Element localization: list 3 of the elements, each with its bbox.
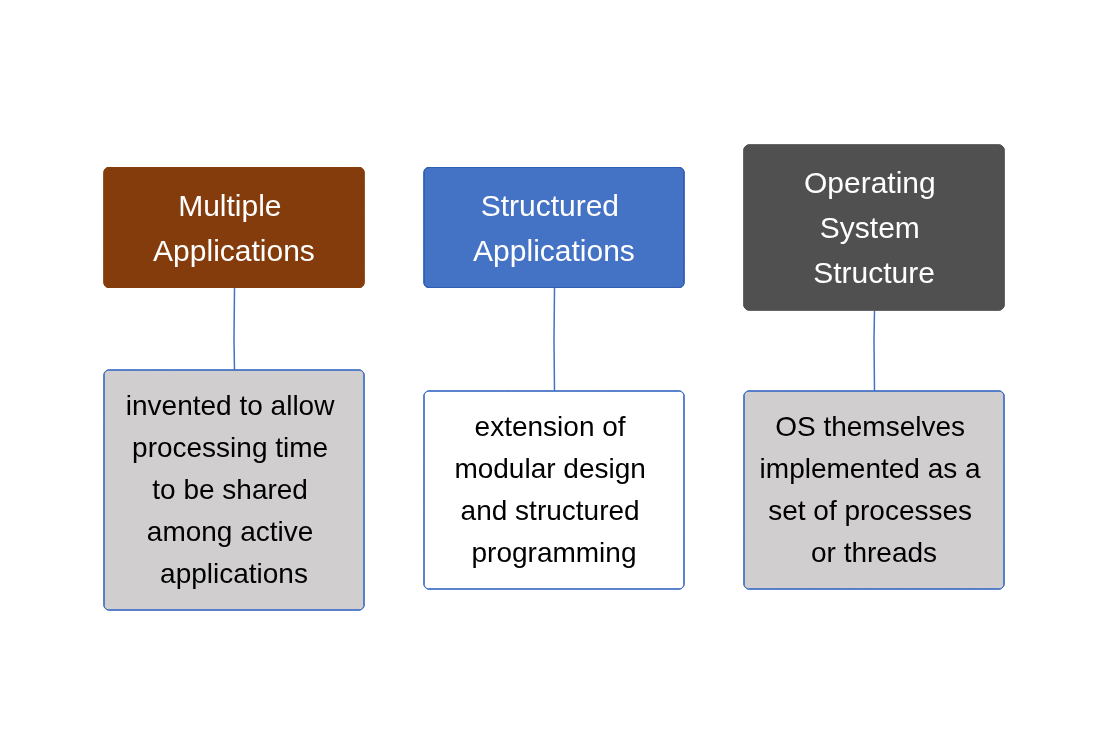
connector (232, 286, 235, 371)
connector (552, 286, 555, 392)
connector (872, 309, 875, 392)
